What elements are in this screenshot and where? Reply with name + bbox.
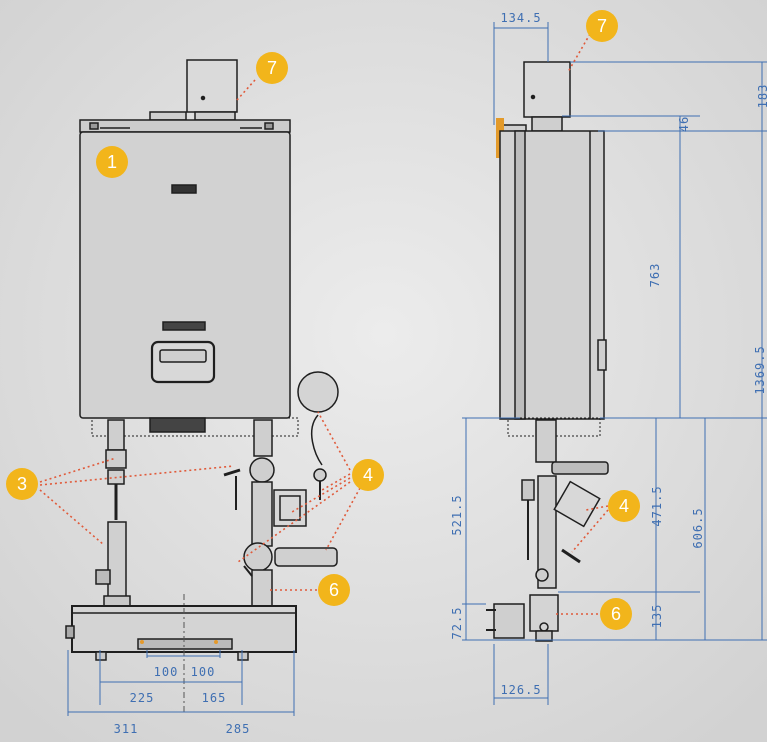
front-flue	[186, 59, 238, 113]
front-left-pipe	[107, 521, 127, 603]
callout-6-front: 6	[318, 574, 350, 606]
dim-763: 763	[648, 263, 662, 288]
dim-285: 285	[226, 722, 251, 736]
dimension-labels: 100 100 225 165 311 285 134.5 126.5 46 1…	[114, 11, 767, 736]
svg-text:3: 3	[17, 474, 27, 494]
callout-badges: 1 3 4 4 6 6 7 7	[6, 10, 640, 630]
dim-100-right: 100	[191, 665, 216, 679]
callout-4-side: 4	[608, 490, 640, 522]
dim-606-5: 606.5	[691, 507, 705, 548]
callout-1: 1	[96, 146, 128, 178]
dimension-lines	[67, 22, 767, 716]
svg-text:7: 7	[597, 16, 607, 36]
dim-311: 311	[114, 722, 139, 736]
dim-225: 225	[130, 691, 155, 705]
side-pump-housing	[529, 594, 559, 632]
svg-text:6: 6	[329, 580, 339, 600]
svg-text:4: 4	[363, 465, 373, 485]
dim-521-5: 521.5	[450, 494, 464, 535]
callout-7-side: 7	[586, 10, 618, 42]
dim-471-5: 471.5	[650, 485, 664, 526]
front-expansion-vessel	[297, 371, 339, 413]
callout-6-side: 6	[600, 598, 632, 630]
dim-183: 183	[756, 84, 767, 109]
callout-7-front: 7	[256, 52, 288, 84]
side-flue	[523, 61, 571, 118]
svg-text:6: 6	[611, 604, 621, 624]
dim-135: 135	[650, 604, 664, 629]
side-view	[486, 61, 609, 642]
svg-text:1: 1	[107, 152, 117, 172]
front-view	[65, 59, 339, 712]
callout-3: 3	[6, 468, 38, 500]
svg-text:7: 7	[267, 58, 277, 78]
front-pump	[243, 542, 273, 572]
front-top-bracket	[79, 119, 291, 133]
front-valve	[249, 457, 275, 483]
front-logo	[171, 184, 197, 194]
svg-text:4: 4	[619, 496, 629, 516]
dim-46: 46	[677, 116, 691, 132]
dim-165: 165	[202, 691, 227, 705]
side-pipe	[537, 475, 557, 589]
dim-134-5: 134.5	[500, 11, 541, 25]
dim-100-left: 100	[154, 665, 179, 679]
callout-4-front: 4	[352, 459, 384, 491]
dim-1369-5: 1369.5	[753, 345, 767, 394]
dim-72-5: 72.5	[450, 607, 464, 640]
leader-lines	[39, 33, 609, 615]
dim-126-5: 126.5	[500, 683, 541, 697]
